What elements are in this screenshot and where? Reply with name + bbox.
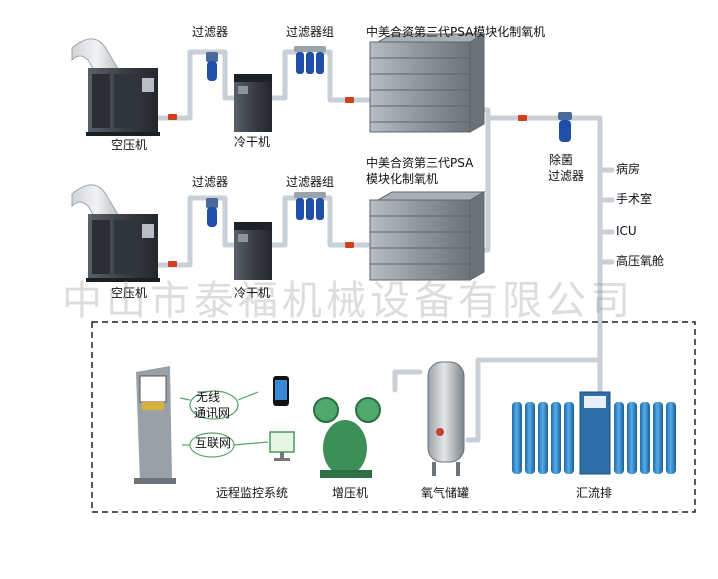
label-dryer-bottom: 冷干机 — [233, 286, 271, 300]
label-remote-monitoring: 远程监控系统 — [215, 486, 289, 500]
wireless-cloud-icon — [179, 390, 259, 420]
cylinders-left — [512, 402, 574, 474]
kiosk-terminal — [134, 366, 176, 484]
dryer-top — [234, 74, 272, 132]
label-outlet-hyperbaric: 高压氧舱 — [616, 254, 665, 268]
valve — [168, 261, 177, 267]
label-psa-top: 中美合资第三代PSA模块化制氧机 — [366, 25, 546, 39]
filter-group-bottom — [294, 192, 326, 220]
valve — [345, 97, 354, 103]
valve — [168, 114, 177, 120]
label-manifold: 汇流排 — [575, 486, 613, 500]
pipe-top-filter-dryer — [209, 49, 239, 101]
compressor-bottom — [71, 184, 160, 282]
filter-bottom — [206, 198, 218, 227]
monitoring-region-frame — [91, 321, 696, 513]
label-filter-group-bottom: 过滤器组 — [285, 175, 335, 189]
label-outlet-ward: 病房 — [616, 162, 641, 176]
sterile-filter — [558, 112, 572, 142]
pipe-booster-tank — [392, 369, 423, 393]
oxygen-storage-tank — [427, 361, 465, 476]
gas-manifold — [512, 391, 676, 475]
label-outlet-operating-room: 手术室 — [616, 192, 653, 206]
cylinders-right — [614, 402, 676, 474]
pipe-top-filtergroup-psa — [319, 49, 371, 103]
label-compressor-top: 空压机 — [110, 138, 148, 152]
pipe-top-dryer-filtergroup — [269, 49, 303, 101]
psa-generator-bottom — [369, 191, 486, 281]
valve — [518, 115, 527, 121]
pc-monitor — [269, 431, 295, 461]
label-booster: 增压机 — [331, 486, 369, 500]
pipe-top-compressor-filter — [155, 49, 215, 121]
label-compressor-bottom: 空压机 — [110, 286, 148, 300]
valve — [345, 242, 354, 248]
psa-generator-top — [369, 33, 486, 133]
label-wireless-line2: 通讯网 — [194, 406, 231, 420]
label-sterile-filter-line1: 除菌 — [548, 153, 574, 167]
pipe-bottom-dryer-filtergroup — [269, 195, 303, 248]
filter-top — [206, 52, 218, 81]
mobile-phone — [273, 376, 289, 406]
booster-compressor — [313, 397, 381, 478]
label-wireless-line1: 无线 — [196, 390, 221, 404]
pipe-tank-manifold — [465, 357, 603, 443]
label-psa-bottom-line1: 中美合资第三代PSA — [366, 156, 474, 170]
filter-group-top — [294, 46, 326, 74]
compressor-top — [71, 38, 160, 136]
label-filter-group-top: 过滤器组 — [285, 25, 335, 39]
label-psa-bottom-line2: 模块化制氧机 — [366, 172, 439, 186]
label-internet: 互联网 — [195, 436, 232, 450]
label-outlet-icu: ICU — [616, 224, 637, 238]
label-sterile-filter-line2: 过滤器 — [547, 169, 585, 183]
label-filter-top: 过滤器 — [191, 25, 229, 39]
label-dryer-top: 冷干机 — [233, 135, 271, 149]
label-oxygen-tank: 氧气储罐 — [420, 486, 470, 500]
pipe-bottom-compressor-filter — [155, 195, 215, 268]
dryer-bottom — [234, 222, 272, 280]
label-filter-bottom: 过滤器 — [191, 175, 229, 189]
pipe-bottom-filtergroup-psa — [319, 195, 371, 248]
pipe-bottom-filter-dryer — [209, 195, 239, 248]
valves — [168, 97, 527, 267]
internet-cloud-icon — [182, 432, 269, 458]
company-watermark: 中山市泰福机械设备有限公司 — [62, 278, 634, 324]
